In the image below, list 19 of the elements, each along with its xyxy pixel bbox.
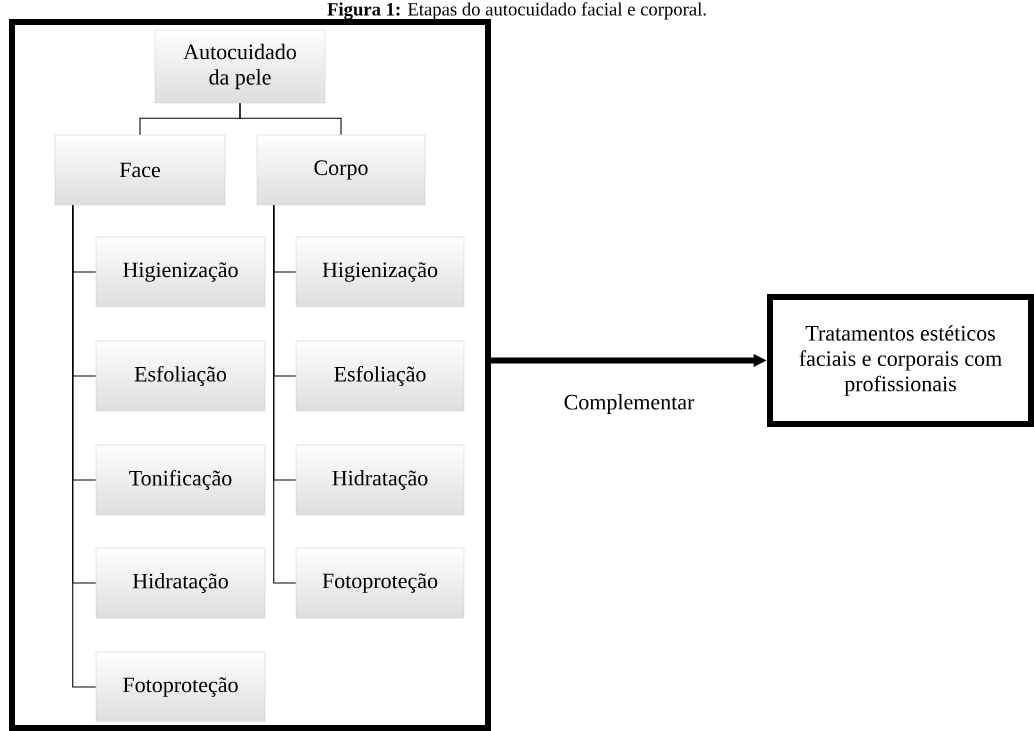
step-box: Fotoproteção — [295, 547, 465, 619]
step-box: Higienização — [95, 236, 266, 308]
step-box: Esfoliação — [295, 340, 465, 412]
step-box: Hidratação — [95, 547, 266, 619]
step-box: Hidratação — [295, 444, 465, 516]
step-box: Tonificação — [95, 444, 266, 516]
step-box: Esfoliação — [95, 340, 266, 412]
result-box: Tratamentos estéticos faciais e corporais com profissionais — [767, 294, 1034, 427]
step-box: Autocuidado da pele — [154, 29, 326, 104]
connector-line — [273, 204, 297, 584]
step-box: Fotoproteção — [95, 651, 266, 723]
step-box: Corpo — [256, 134, 426, 206]
step-box: Face — [54, 134, 226, 206]
connector-line — [72, 204, 97, 688]
edge-label: Complementar — [564, 394, 695, 415]
connector-line — [239, 102, 342, 136]
figure-title: Figura 1: Etapas do autocuidado facial e corporal. — [327, 2, 706, 20]
group-frame — [9, 19, 491, 731]
step-box: Higienização — [295, 236, 465, 308]
